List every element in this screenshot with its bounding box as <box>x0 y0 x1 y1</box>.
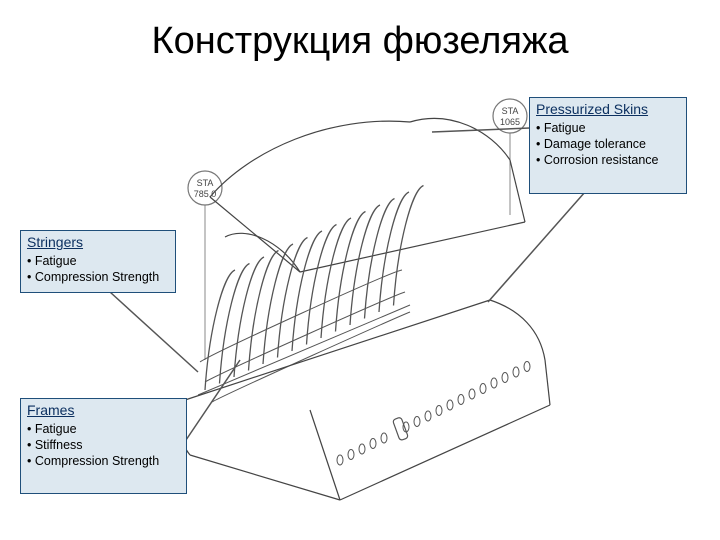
slide-title: Конструкция фюзеляжа <box>151 20 569 62</box>
leader-stringers <box>109 291 199 373</box>
callout-pressurized-skins: Pressurized Skins • Fatigue • Damage tol… <box>529 97 687 194</box>
station-marker-left: STA 785.0 <box>187 170 223 360</box>
cabin-window <box>424 410 432 422</box>
callout-stringers-item: • Fatigue <box>27 254 77 268</box>
callout-frames-heading: Frames <box>27 402 75 418</box>
cabin-window <box>446 399 454 411</box>
leader-pressurized-upper <box>431 127 531 133</box>
frames-stringers-cage <box>197 269 411 403</box>
frame-rib <box>378 191 410 313</box>
cabin-window <box>523 361 531 372</box>
callout-pressurized-heading: Pressurized Skins <box>536 101 649 117</box>
callout-pressurized-item: • Damage tolerance <box>536 137 646 151</box>
frame-rib <box>363 197 395 319</box>
frame-rib <box>291 230 323 352</box>
callout-frames-item: • Compression Strength <box>27 454 160 468</box>
cabin-window <box>479 383 487 394</box>
cabin-window <box>413 416 421 427</box>
upper-skin-panel <box>209 117 526 273</box>
station-left-label: STA <box>197 178 214 188</box>
frame-rib <box>320 217 352 339</box>
callout-frames-item: • Fatigue <box>27 422 77 436</box>
callout-stringers-item: • Compression Strength <box>27 270 160 284</box>
cabin-window <box>490 377 498 389</box>
leader-frames <box>185 359 241 441</box>
leader-pressurized-lower <box>487 191 586 303</box>
cabin-window <box>512 366 520 378</box>
frame-rib <box>233 256 265 378</box>
lower-skin-panel <box>178 299 551 501</box>
cabin-window <box>358 443 366 455</box>
station-right-value: 1065 <box>500 117 520 127</box>
station-left-value: 785.0 <box>194 189 217 199</box>
callout-pressurized-item: • Corrosion resistance <box>536 153 659 167</box>
leader-lines <box>109 127 586 441</box>
cabin-window <box>468 388 476 400</box>
cabin-door <box>392 417 409 441</box>
cabin-window <box>501 372 509 383</box>
frame-rib <box>334 210 366 332</box>
cabin-window <box>380 432 388 444</box>
frame-rib <box>392 184 424 306</box>
cabin-window <box>336 454 344 466</box>
cabin-window <box>435 405 443 416</box>
frame-rib <box>247 249 279 371</box>
callout-frames-item: • Stiffness <box>27 438 83 452</box>
cabin-window <box>347 449 355 460</box>
frame-rib <box>305 223 337 345</box>
callout-stringers-heading: Stringers <box>27 234 84 250</box>
station-right-label: STA <box>502 106 519 116</box>
frame-rib <box>218 262 250 384</box>
frame-rib <box>204 269 236 391</box>
cabin-window <box>457 394 465 405</box>
callout-pressurized-item: • Fatigue <box>536 121 586 135</box>
cabin-windows <box>336 361 531 466</box>
callout-frames: Frames • Fatigue • Stiffness • Compressi… <box>20 398 187 494</box>
frame-rib <box>276 236 308 358</box>
frame-ribs <box>204 184 424 391</box>
frame-rib <box>349 204 381 326</box>
callout-stringers: Stringers • Fatigue • Compression Streng… <box>20 230 176 293</box>
frame-rib <box>262 243 294 365</box>
station-marker-right: STA 1065 <box>492 98 528 215</box>
cabin-window <box>369 438 377 449</box>
